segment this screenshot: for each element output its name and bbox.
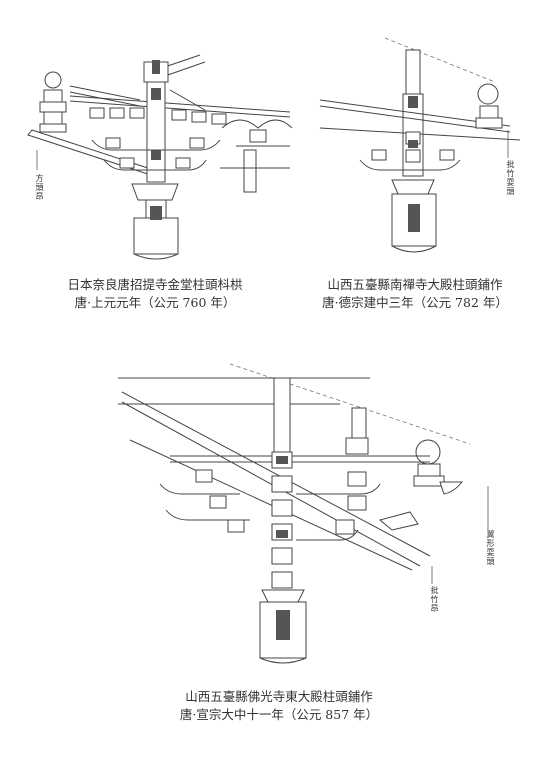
label-fangtou-ang: 方頭昂 <box>35 174 44 201</box>
figure-1-caption: 日本奈良唐招提寺金堂柱頭枓栱 唐·上元元年（公元 760 年） <box>30 276 280 312</box>
label-pizhu-shuatou: 批竹耍頭 <box>506 160 515 196</box>
label-yixing-shuatou: 翼形耍頭 <box>486 530 495 566</box>
figure-1-caption-date: 唐·上元元年（公元 760 年） <box>74 295 236 310</box>
label-pizhu-ang: 批竹昂 <box>430 586 439 613</box>
figure-2-drawing <box>319 37 521 253</box>
figure-3-caption-date: 唐·宣宗大中十一年（公元 857 年） <box>179 707 379 722</box>
figure-3-caption-title: 山西五臺縣佛光寺東大殿柱頭鋪作 <box>185 689 373 704</box>
figure-1-caption-title: 日本奈良唐招提寺金堂柱頭枓栱 <box>67 277 243 292</box>
figure-3-drawing <box>118 363 489 664</box>
figure-3-caption: 山西五臺縣佛光寺東大殿柱頭鋪作 唐·宣宗大中十一年（公元 857 年） <box>154 688 404 724</box>
figure-1-drawing <box>27 54 293 260</box>
figure-2-caption-date: 唐·德宗建中三年（公元 782 年） <box>322 295 508 310</box>
figure-2-caption: 山西五臺縣南禪寺大殿柱頭鋪作 唐·德宗建中三年（公元 782 年） <box>290 276 540 312</box>
figure-2-caption-title: 山西五臺縣南禪寺大殿柱頭鋪作 <box>327 277 503 292</box>
